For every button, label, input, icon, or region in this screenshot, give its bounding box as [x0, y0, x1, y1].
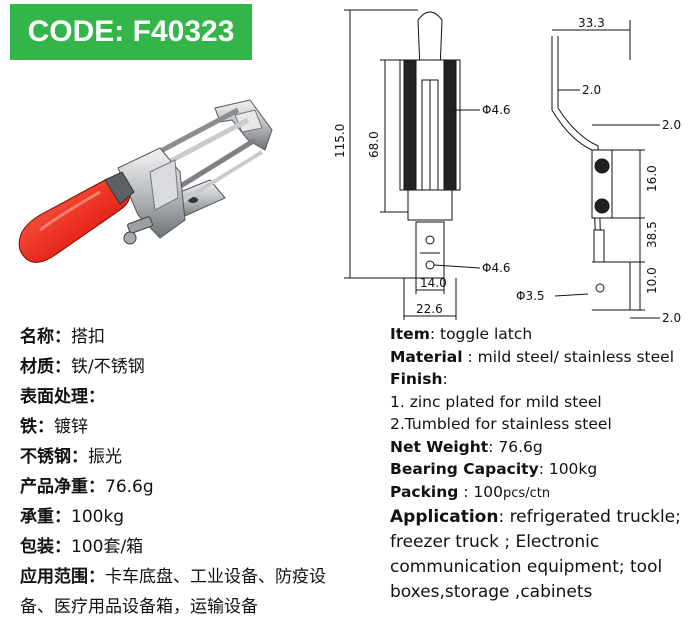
product-photo — [18, 99, 273, 263]
dim-2-0-c: 2.0 — [662, 311, 681, 325]
dim-10: 10.0 — [645, 267, 659, 294]
cn-app-row-2: 备、医疗用品设备箱，运输设备 — [20, 597, 258, 617]
dim-phi46-top: Φ4.6 — [482, 103, 511, 117]
en-finish-row: Finish: — [390, 370, 448, 388]
dim-2-0-a: 2.0 — [582, 83, 601, 97]
dim-14: 14.0 — [420, 276, 447, 290]
en-weight-row: Net Weight: 76.6g — [390, 437, 543, 456]
en-finish-1: 1. zinc plated for mild steel — [390, 392, 602, 411]
dim-phi46-bottom: Φ4.6 — [482, 261, 511, 275]
spec-english: Item: toggle latch Material : mild steel… — [390, 323, 695, 605]
en-application-row: Application: refrigerated truckle; freez… — [390, 507, 681, 602]
cn-pack-row: 包装：100套/箱 — [20, 537, 144, 557]
dim-115: 115.0 — [333, 124, 347, 158]
cn-weight-row: 产品净重：76.6g — [20, 477, 154, 497]
dim-22-6: 22.6 — [416, 302, 443, 316]
cn-surface-row: 表面处理： — [20, 387, 105, 407]
en-capacity-row: Bearing Capacity: 100kg — [390, 460, 598, 478]
en-finish-2: 2.Tumbled for stainless steel — [390, 415, 612, 433]
dim-33-3: 33.3 — [578, 16, 605, 30]
cn-name-row: 名称：搭扣 — [20, 327, 105, 347]
en-item-row: Item: toggle latch — [390, 325, 533, 343]
dim-phi35: Φ3.5 — [516, 289, 545, 303]
cn-iron-row: 铁：镀锌 — [20, 417, 88, 437]
spec-chinese: 名称：搭扣 材质：铁/不锈钢 表面处理： 铁：镀锌 不锈钢：振光 产品净重：76… — [20, 322, 390, 622]
cn-material-row: 材质：铁/不锈钢 — [20, 357, 145, 377]
dim-16: 16.0 — [645, 165, 659, 192]
product-code-badge: CODE: F40323 — [10, 4, 252, 60]
cn-load-row: 承重：100kg — [20, 507, 125, 527]
dim-2-0-b: 2.0 — [662, 118, 681, 132]
cn-app-row: 应用范围：卡车底盘、工业设备、防疫设 — [20, 567, 326, 587]
cn-stainless-row: 不锈钢：振光 — [20, 447, 122, 467]
technical-drawing: 115.0 68.0 Φ4.6 Φ4.6 14.0 22.6 33.3 2.0 … — [333, 9, 681, 325]
en-material-row: Material : mild steel/ stainless steel — [390, 347, 675, 366]
dim-68: 68.0 — [367, 131, 381, 158]
en-packing-row: Packing : 100pcs/ctn — [390, 482, 551, 501]
dim-38-5: 38.5 — [645, 221, 659, 248]
